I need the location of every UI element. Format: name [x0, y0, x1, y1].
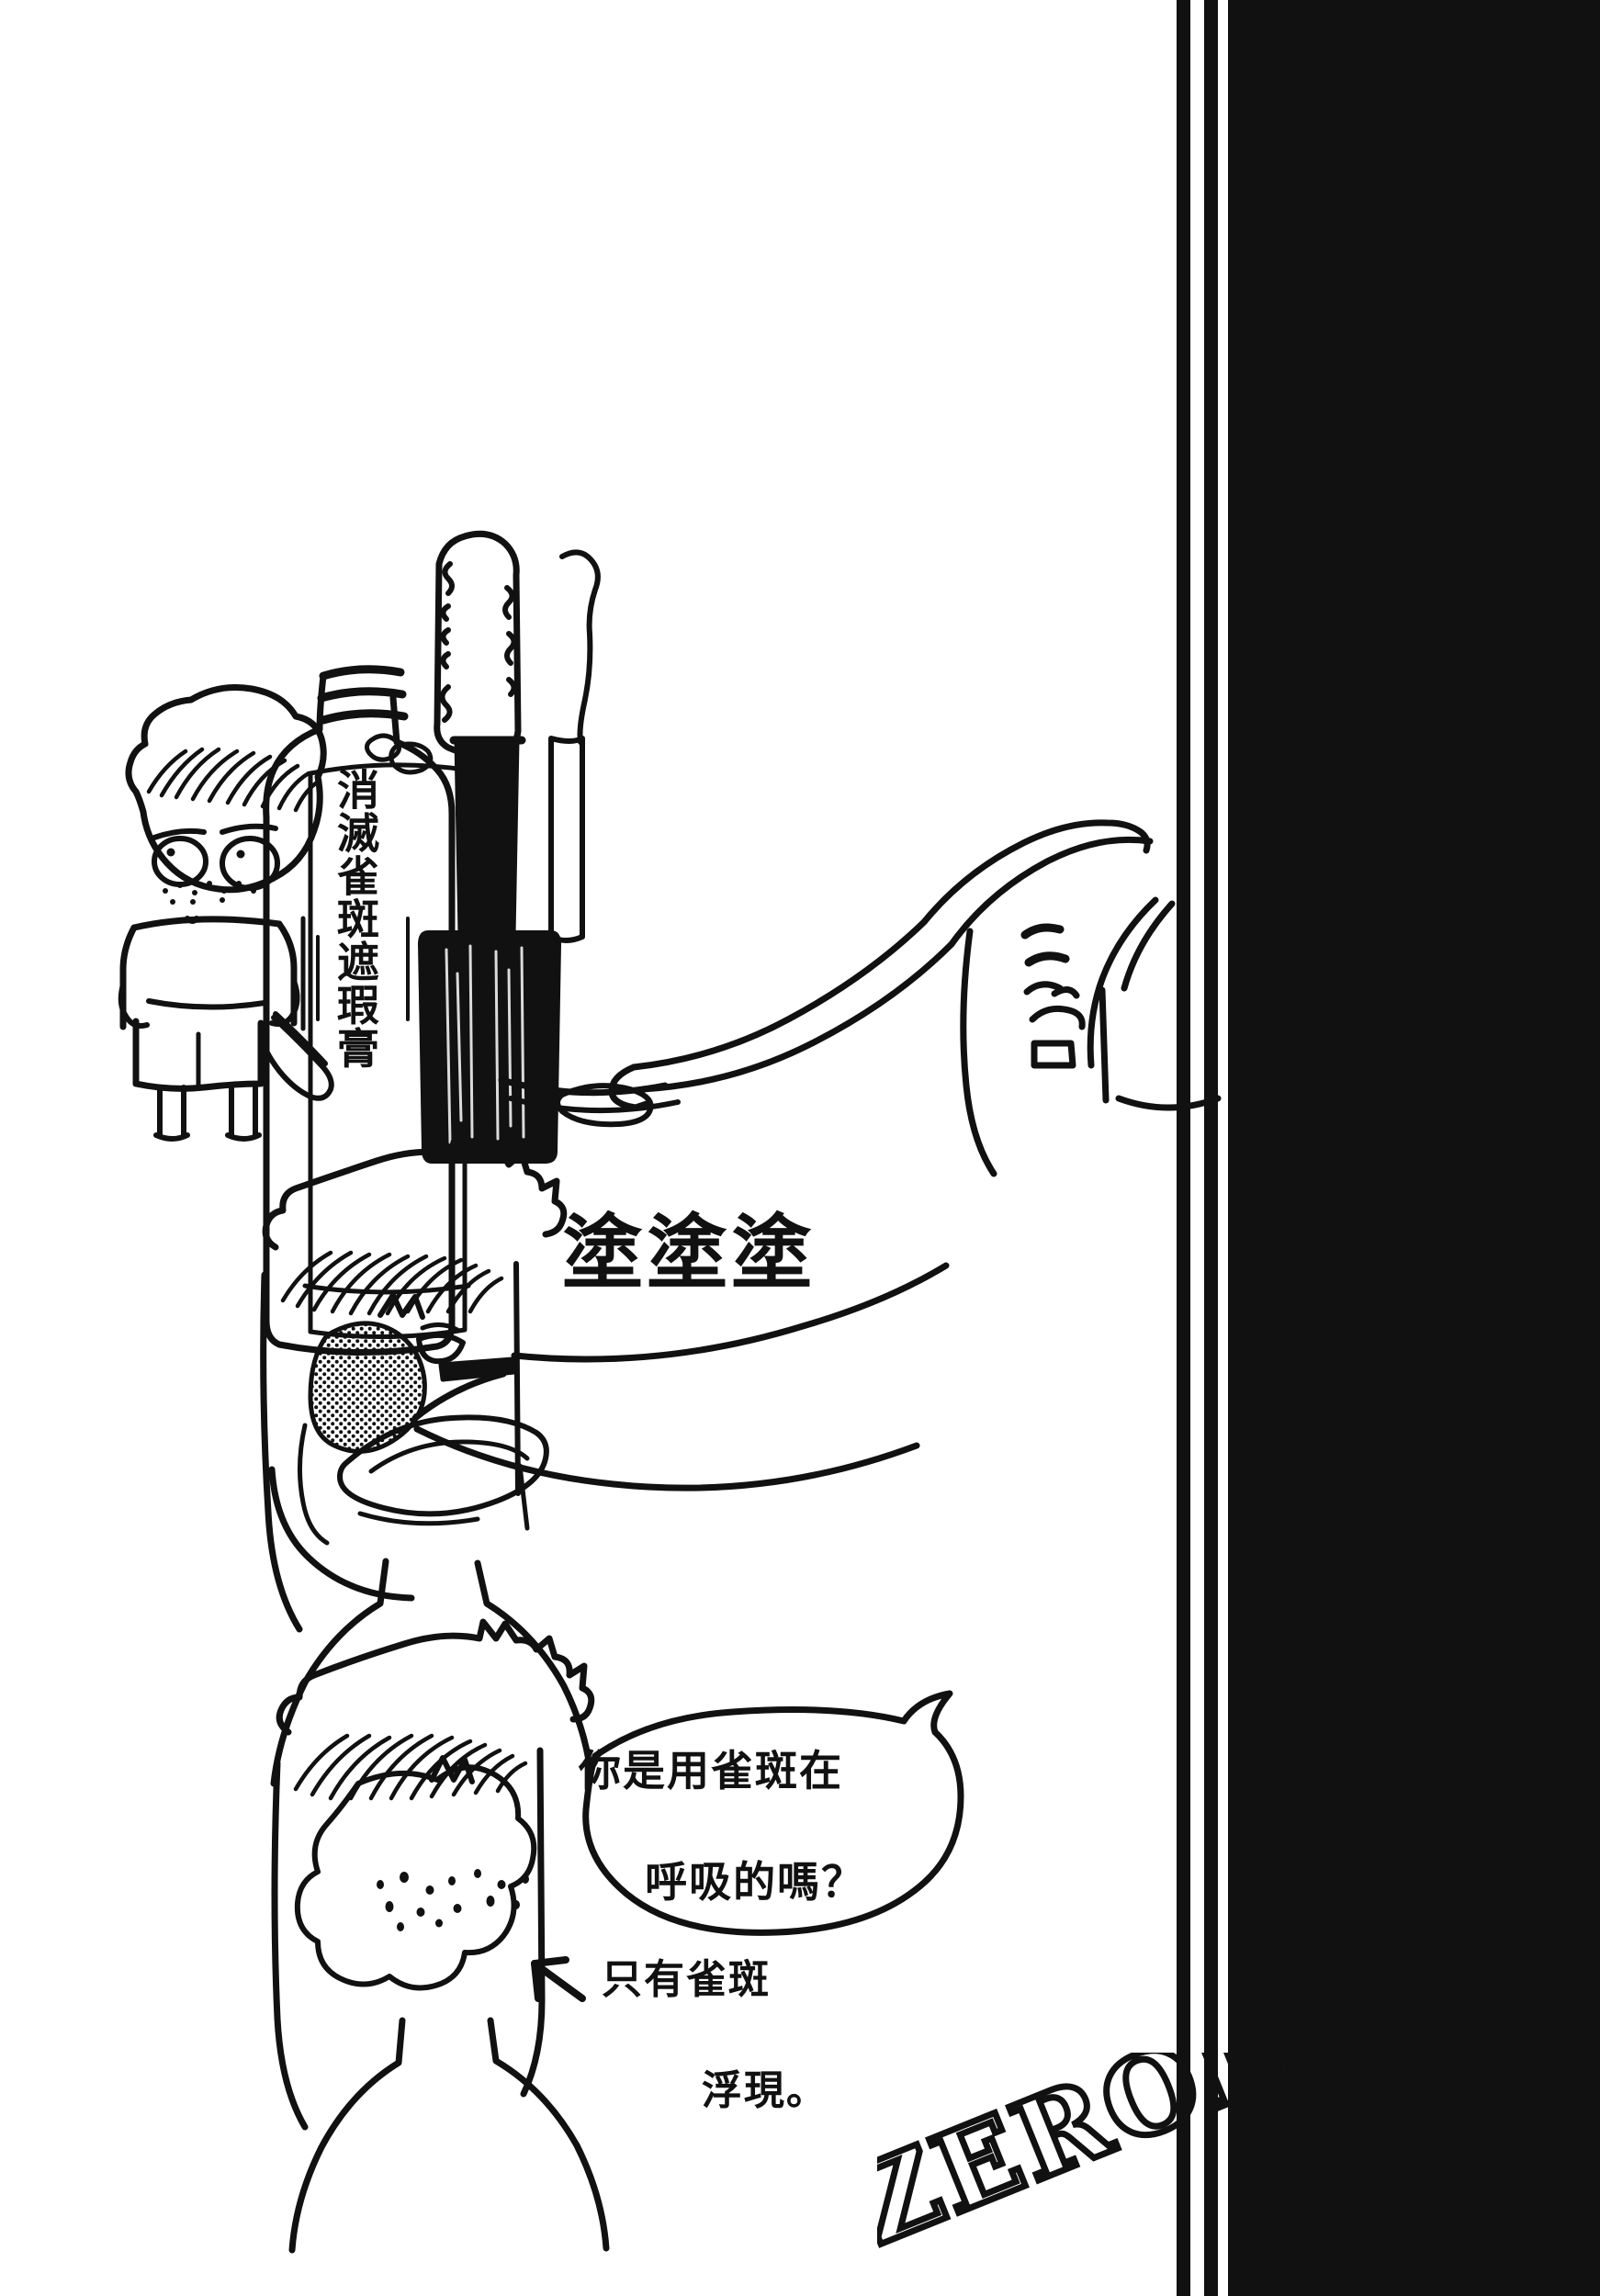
freckle-dots	[377, 1869, 529, 1931]
panel-3-art	[271, 1618, 964, 2254]
caption-text: 只有雀斑 浮現。	[602, 1953, 828, 2120]
speech-bubble-line-1: 你是用雀斑在	[579, 1746, 843, 1795]
vertical-rule-left	[1177, 0, 1190, 2296]
panel2-hair	[260, 1133, 568, 1633]
speech-bubble	[582, 1690, 964, 1936]
panel3-hair-strands	[293, 1733, 528, 1801]
panel3-hair	[271, 1618, 595, 2131]
concealer-blob	[294, 1764, 537, 1991]
caption-line-1: 只有雀斑	[602, 1956, 771, 2003]
giant-hand-panel1	[608, 819, 1222, 1177]
panel3-neck-shoulders	[288, 2017, 610, 2254]
caption-line-2: 浮現。	[701, 2067, 828, 2115]
halftone-smear-patch	[308, 1321, 427, 1454]
chibi-applicator-wand	[258, 1011, 334, 1101]
sfx-smear-text: 塗塗塗	[562, 1206, 817, 1300]
concealer-wand	[418, 530, 654, 1164]
speech-bubble-line-2: 呼吸的嗎？	[645, 1857, 866, 1908]
giant-finger-panel2	[337, 1262, 950, 1531]
concealer-dab	[438, 1356, 517, 1382]
panel-2-art	[260, 1133, 950, 1787]
panel-1-art	[118, 530, 1222, 1356]
black-page-edge	[1228, 0, 1600, 2296]
chibi-freckles	[163, 881, 256, 905]
wand-bristle-marks	[439, 561, 455, 723]
caption-arrow	[531, 1956, 586, 2002]
panel2-hair-strands	[280, 1250, 504, 1316]
speech-bubble-text: 你是用雀斑在 呼吸的嗎？	[579, 1743, 865, 1910]
chibi-character	[118, 684, 334, 1142]
bottle-label-text: 消滅雀斑遮瑕膏	[331, 768, 380, 1070]
chibi-hair-strands	[146, 747, 322, 813]
vertical-rule-right	[1204, 0, 1218, 2296]
